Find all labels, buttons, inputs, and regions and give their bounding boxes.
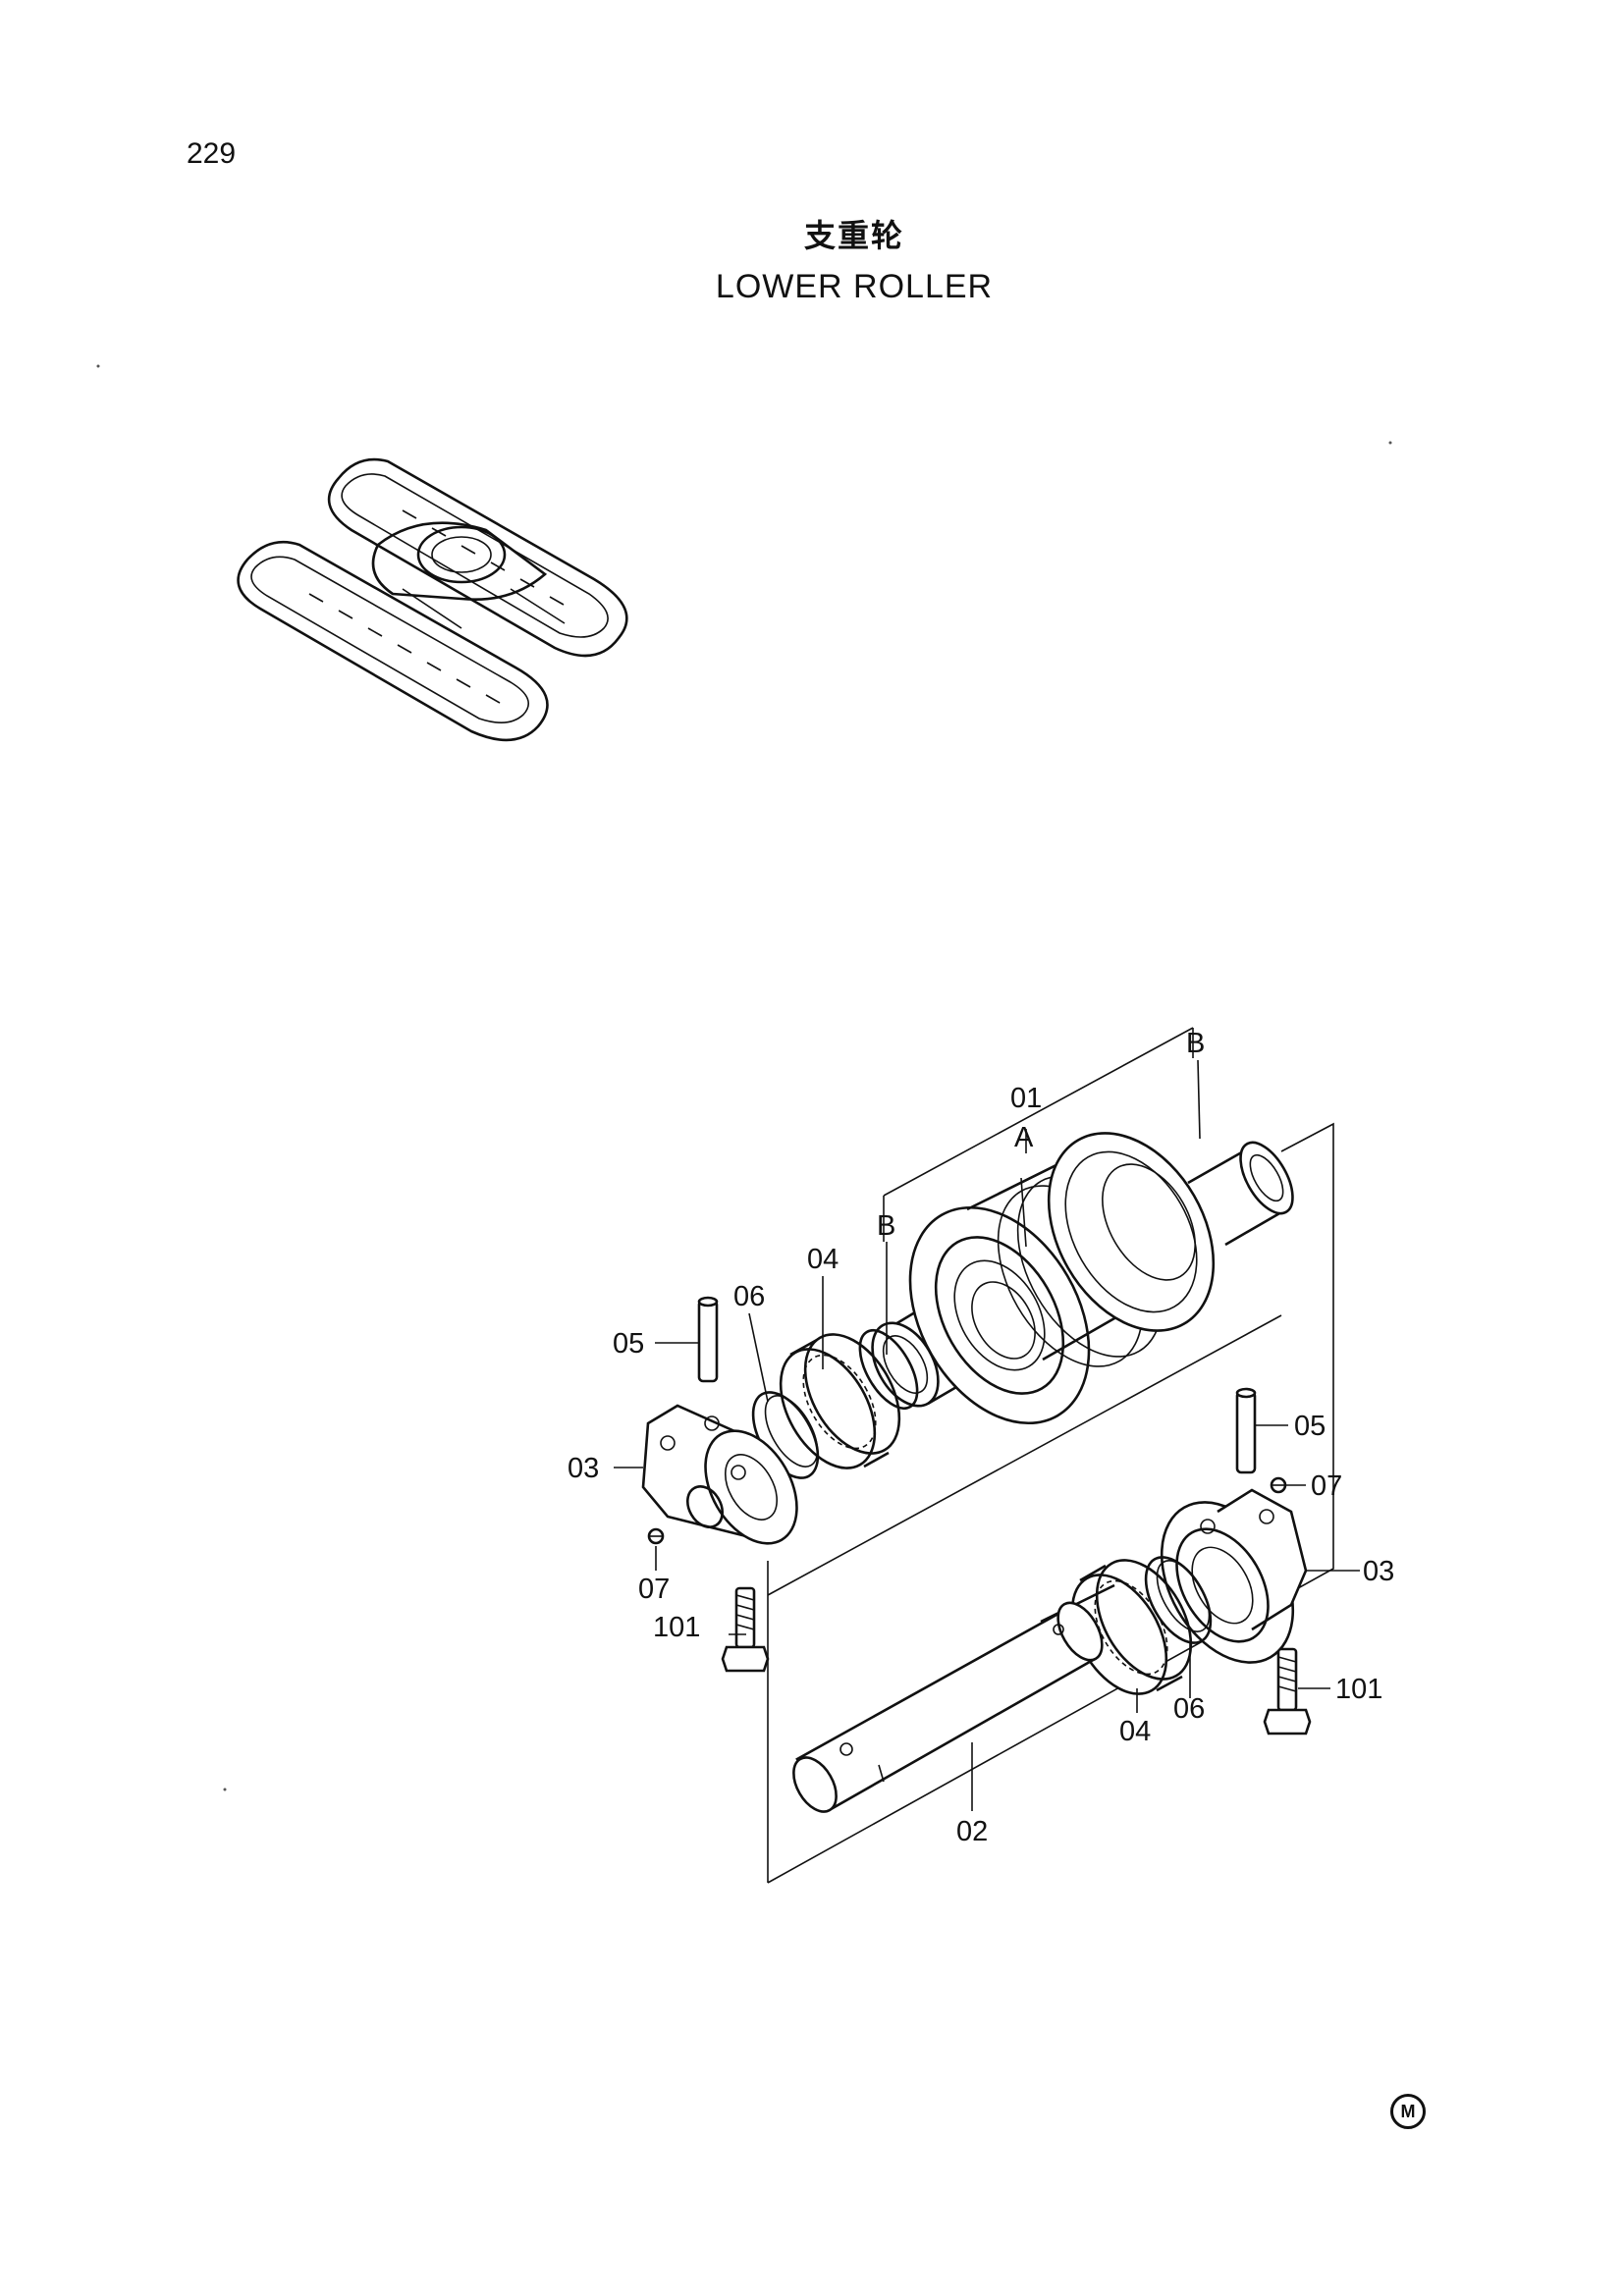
title-english: LOWER ROLLER [715,268,994,305]
bolt-left [721,1586,770,1673]
callout-03-left: 03 [568,1453,599,1484]
callout-07-left: 07 [638,1574,670,1605]
pin-right [1235,1387,1257,1474]
bolt-right [1263,1647,1312,1735]
callout-b-top: B [1186,1028,1205,1059]
callout-04-top: 04 [807,1244,839,1275]
plug-right [1270,1476,1287,1494]
callout-01: 01 [1010,1083,1042,1114]
callout-labels: 01 A B B 04 06 05 03 07 101 05 07 03 101… [568,1028,1394,1847]
callout-b-left: B [877,1210,895,1242]
callout-101-left: 101 [653,1612,700,1643]
collar-left [641,1404,798,1545]
shaft [792,1583,1115,1813]
title-block: 支重轮 LOWER ROLLER [0,211,1624,306]
undercarriage-thumbnail [237,457,628,742]
callout-04-bottom: 04 [1119,1716,1151,1747]
page-number: 229 [187,137,237,170]
callout-07-right: 07 [1311,1470,1342,1502]
roller-body [871,1132,1294,1425]
leader-lines [614,1059,1360,1811]
floating-seal-top [779,1333,901,1469]
title-chinese: 支重轮 [803,217,904,254]
callout-02: 02 [956,1816,988,1847]
o-ring-bottom [1144,1556,1213,1644]
assembly-frame [767,1027,1334,1884]
callout-05-left: 05 [613,1328,644,1360]
callout-101-right: 101 [1335,1674,1382,1705]
revision-marker: M [1390,2094,1426,2129]
pin-left [697,1296,719,1383]
callout-05-right: 05 [1294,1411,1326,1442]
o-ring-b [858,1329,919,1410]
plug-left [647,1527,665,1545]
scan-specks [96,364,1392,1791]
callout-06-top: 06 [733,1281,765,1312]
collar-right [1160,1488,1308,1664]
callout-03-right: 03 [1363,1556,1394,1587]
callout-a: A [1014,1122,1034,1153]
callout-06-bottom: 06 [1173,1693,1205,1725]
